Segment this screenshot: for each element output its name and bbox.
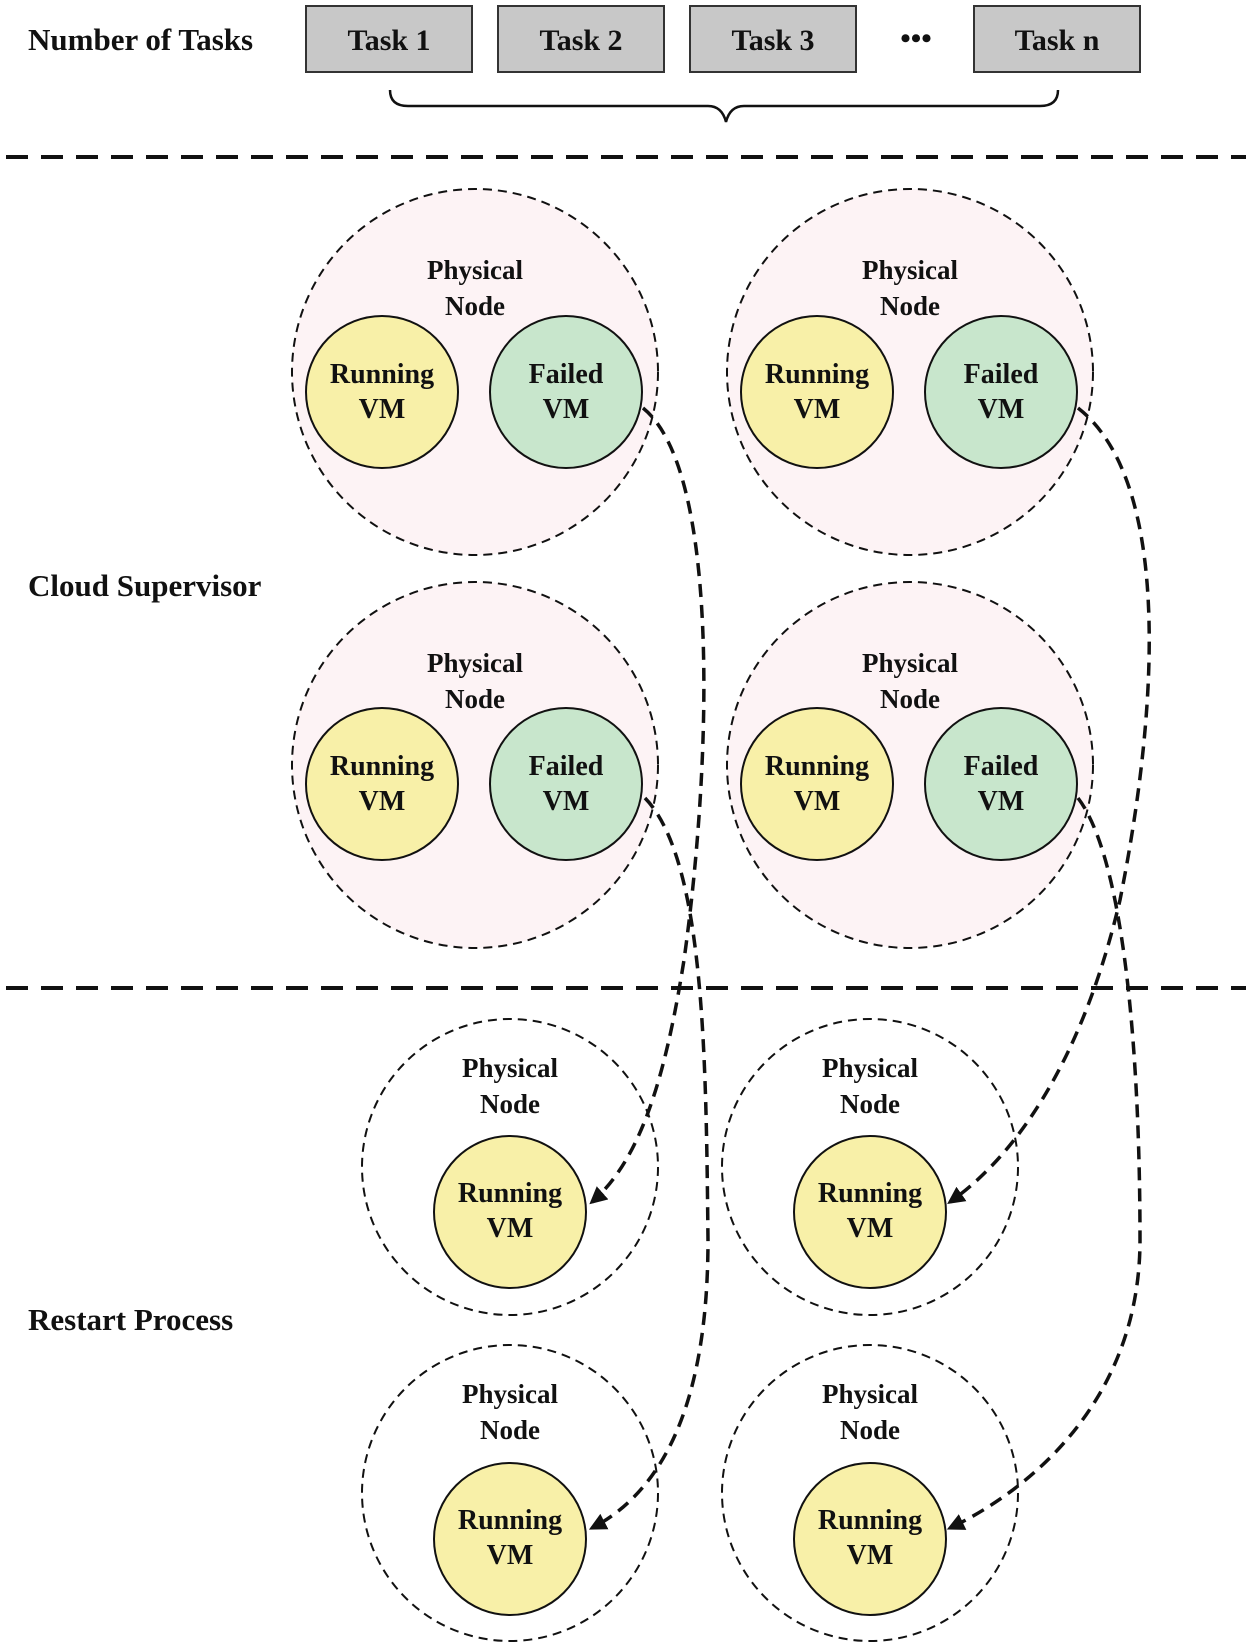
vm-label-line1: Running bbox=[458, 1505, 562, 1536]
node-label-line2: Node bbox=[880, 684, 940, 714]
node-label-line1: Physical bbox=[427, 648, 524, 678]
vm-label-line2: VM bbox=[543, 394, 590, 425]
supervisor-row-label: Cloud Supervisor bbox=[28, 568, 262, 603]
node-label-line1: Physical bbox=[427, 255, 524, 285]
task-box-2: Task 2 bbox=[497, 5, 665, 73]
node-label-line1: Physical bbox=[462, 1053, 559, 1083]
node-label-line2: Node bbox=[880, 291, 940, 321]
task-label: Task 1 bbox=[347, 24, 430, 57]
vm-label-line2: VM bbox=[847, 1540, 894, 1571]
vm-label-line2: VM bbox=[794, 394, 841, 425]
migration-arrow-a-to-1 bbox=[589, 406, 706, 1205]
vm-label-line2: VM bbox=[543, 786, 590, 817]
tasks-row-label: Number of Tasks bbox=[28, 22, 253, 57]
task-label: Task 3 bbox=[731, 24, 814, 57]
task-label: Task n bbox=[1015, 24, 1100, 57]
node-label-line2: Node bbox=[840, 1415, 900, 1445]
running-vm: Running VM bbox=[305, 315, 459, 469]
vm-label-line2: VM bbox=[487, 1213, 534, 1244]
node-label-line1: Physical bbox=[822, 1053, 919, 1083]
task-label: Task 2 bbox=[539, 24, 622, 57]
migration-arrow-b-to-2 bbox=[947, 406, 1151, 1205]
failed-vm: Failed VM bbox=[924, 707, 1078, 861]
vm-label-line1: Failed bbox=[529, 359, 604, 390]
node-label-line2: Node bbox=[480, 1089, 540, 1119]
migration-arrow-d-to-4 bbox=[946, 796, 1142, 1530]
restart-node-4: Physical Node Running VM bbox=[721, 1344, 1019, 1642]
supervisor-node-b: Physical Node Running VM Failed VM bbox=[726, 188, 1094, 556]
vm-label-line2: VM bbox=[794, 786, 841, 817]
node-label-line2: Node bbox=[445, 684, 505, 714]
supervisor-node-d: Physical Node Running VM Failed VM bbox=[726, 581, 1094, 949]
running-vm: Running VM bbox=[793, 1135, 947, 1289]
vm-label-line1: Running bbox=[458, 1178, 562, 1209]
task-box-n: Task n bbox=[973, 5, 1141, 73]
supervisor-node-c: Physical Node Running VM Failed VM bbox=[291, 581, 659, 949]
vm-label-line1: Running bbox=[818, 1505, 922, 1536]
vm-label-line2: VM bbox=[847, 1213, 894, 1244]
restart-node-3: Physical Node Running VM bbox=[361, 1344, 659, 1642]
vm-label-line2: VM bbox=[359, 786, 406, 817]
vm-label-line2: VM bbox=[487, 1540, 534, 1571]
task-box-3: Task 3 bbox=[689, 5, 857, 73]
restart-node-2: Physical Node Running VM bbox=[721, 1018, 1019, 1316]
node-label-line1: Physical bbox=[462, 1379, 559, 1409]
vm-label-line1: Running bbox=[765, 751, 869, 782]
node-label-line1: Physical bbox=[862, 648, 959, 678]
vm-label-line1: Running bbox=[818, 1178, 922, 1209]
failed-vm: Failed VM bbox=[489, 707, 643, 861]
vm-label-line2: VM bbox=[978, 394, 1025, 425]
vm-label-line2: VM bbox=[359, 394, 406, 425]
vm-label-line1: Failed bbox=[964, 359, 1039, 390]
node-label-line1: Physical bbox=[862, 255, 959, 285]
restart-row-label: Restart Process bbox=[28, 1302, 233, 1337]
node-label-line1: Physical bbox=[822, 1379, 919, 1409]
vm-label-line1: Failed bbox=[964, 751, 1039, 782]
running-vm: Running VM bbox=[433, 1135, 587, 1289]
migration-arrow-c-to-3 bbox=[588, 796, 710, 1530]
node-label-line2: Node bbox=[840, 1089, 900, 1119]
failed-vm: Failed VM bbox=[489, 315, 643, 469]
task-brace bbox=[388, 89, 1060, 123]
running-vm: Running VM bbox=[305, 707, 459, 861]
vm-label-line2: VM bbox=[978, 786, 1025, 817]
failed-vm: Failed VM bbox=[924, 315, 1078, 469]
running-vm: Running VM bbox=[793, 1462, 947, 1616]
restart-node-1: Physical Node Running VM bbox=[361, 1018, 659, 1316]
ellipsis-glyph: ••• bbox=[900, 22, 932, 55]
vm-label-line1: Failed bbox=[529, 751, 604, 782]
running-vm: Running VM bbox=[740, 707, 894, 861]
supervisor-node-a: Physical Node Running VM Failed VM bbox=[291, 188, 659, 556]
running-vm: Running VM bbox=[433, 1462, 587, 1616]
node-label-line2: Node bbox=[445, 291, 505, 321]
task-box-1: Task 1 bbox=[305, 5, 473, 73]
vm-label-line1: Running bbox=[330, 751, 434, 782]
vm-label-line1: Running bbox=[330, 359, 434, 390]
vm-label-line1: Running bbox=[765, 359, 869, 390]
node-label-line2: Node bbox=[480, 1415, 540, 1445]
running-vm: Running VM bbox=[740, 315, 894, 469]
